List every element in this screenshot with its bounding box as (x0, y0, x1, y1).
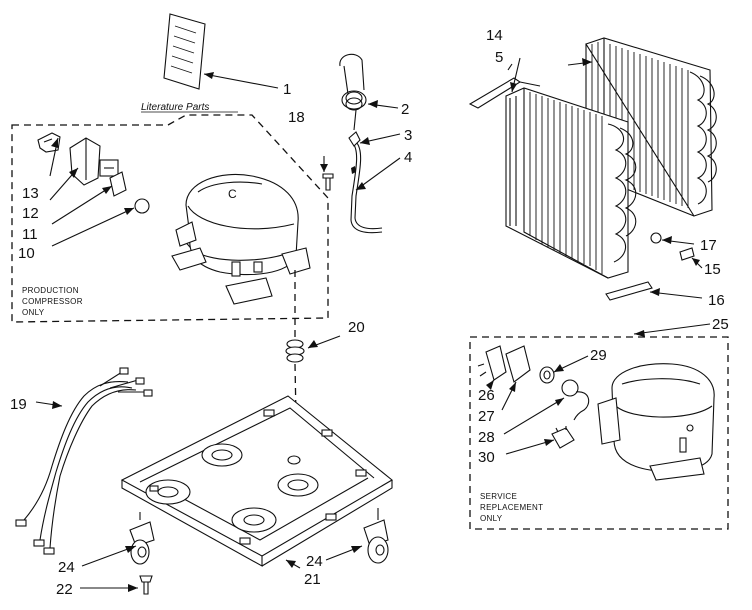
overload-protector (109, 171, 127, 197)
caster-right (363, 508, 389, 564)
callout-28: 28 (478, 429, 495, 446)
process-tube-marker (351, 166, 356, 174)
callout-30: 30 (478, 449, 495, 466)
capillary-tube (339, 53, 383, 234)
capacitor-30 (551, 426, 575, 449)
service-label-line-3: ONLY (480, 514, 503, 523)
service-label-line-2: REPLACEMENT (480, 503, 543, 512)
production-label-line-1: PRODUCTION (22, 286, 79, 295)
overload-clip (37, 132, 61, 153)
screw-18 (322, 173, 334, 191)
callout-20: 20 (348, 319, 365, 336)
screw-22 (139, 575, 153, 595)
production-label-line-2: COMPRESSOR (22, 297, 83, 306)
production-label-line-3: ONLY (22, 308, 45, 317)
production-compressor: C (171, 173, 311, 305)
callout-26: 26 (478, 387, 495, 404)
callout-27: 27 (478, 408, 495, 425)
callout-3: 3 (404, 127, 412, 144)
leader-lines (35, 57, 711, 592)
callout-14: 14 (486, 27, 503, 44)
literature-parts-label: Literature Parts (141, 102, 209, 113)
callout-18: 18 (288, 109, 305, 126)
terminal-29 (539, 366, 555, 384)
callout-19: 19 (10, 396, 27, 413)
grommet-17 (650, 232, 662, 244)
callout-25: 25 (712, 316, 729, 333)
base-pan (120, 395, 393, 567)
callout-2: 2 (401, 101, 409, 118)
wire-harness (15, 367, 153, 555)
callout-12: 12 (22, 205, 39, 222)
production-compressor-boundary (11, 114, 329, 323)
callout-22: 22 (56, 581, 73, 598)
callout-24-right: 24 (306, 553, 323, 570)
caster-left (129, 512, 155, 565)
callout-24-left: 24 (58, 559, 75, 576)
callout-29: 29 (590, 347, 607, 364)
callout-1: 1 (283, 81, 291, 98)
drier-fitting (348, 131, 361, 147)
mounting-grommet (285, 339, 305, 363)
screw-15 (679, 247, 695, 261)
suction-tube (468, 77, 541, 109)
svg-text:C: C (228, 187, 237, 201)
callout-17: 17 (700, 237, 717, 254)
overload-28 (561, 379, 590, 421)
callout-21: 21 (304, 571, 321, 588)
callout-16: 16 (708, 292, 725, 309)
service-compressor (597, 363, 715, 481)
service-replacement-boundary (469, 336, 729, 530)
callout-5: 5 (495, 49, 503, 66)
channel-16 (605, 281, 653, 301)
service-label-line-1: SERVICE (480, 492, 517, 501)
callout-10: 10 (18, 245, 35, 262)
relay-cover-26-27 (477, 345, 531, 383)
callout-4: 4 (404, 149, 412, 166)
evaporator-coil (505, 87, 637, 279)
literature-booklet (163, 13, 206, 90)
callout-15: 15 (704, 261, 721, 278)
terminal-boot (134, 198, 150, 214)
callout-13: 13 (22, 185, 39, 202)
callout-11: 11 (22, 226, 38, 243)
